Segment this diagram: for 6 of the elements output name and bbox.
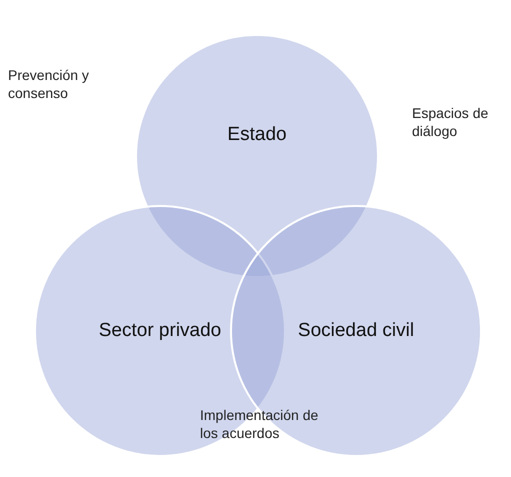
note-text: Prevención y consenso <box>8 66 90 102</box>
circle-label: Sector privado <box>98 320 222 342</box>
circle-label: Sociedad civil <box>296 320 416 342</box>
note-text: Espacios de diálogo <box>412 104 490 140</box>
circle-label: Estado <box>226 124 288 146</box>
note-text: Implementación de los acuerdos <box>200 406 320 442</box>
